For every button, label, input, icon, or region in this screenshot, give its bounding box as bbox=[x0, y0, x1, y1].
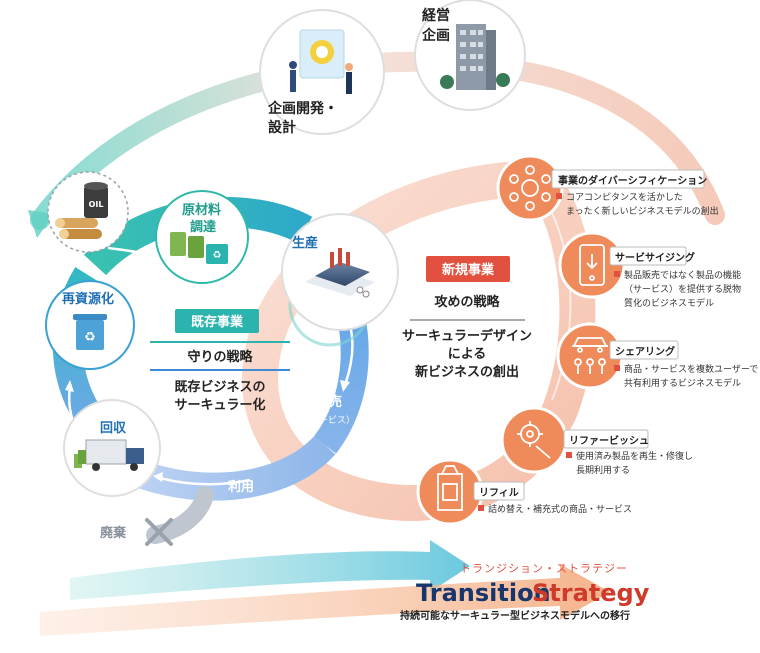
network-icon bbox=[509, 165, 551, 211]
raw-materials-label-2: 調達 bbox=[190, 219, 216, 235]
raw-materials-node: ♻ 原材料 調達 bbox=[155, 190, 249, 284]
flow-arrow-production-to-sales bbox=[343, 324, 354, 386]
new-business-summary-3: 新ビジネスの創出 bbox=[415, 364, 519, 380]
material-drums-icon: ♻ bbox=[170, 232, 228, 264]
top-arc-arrowhead bbox=[28, 210, 54, 238]
raw-materials-label-1: 原材料 bbox=[182, 202, 221, 218]
servicizing-desc-2: （サービス）を提供する脱物 bbox=[624, 283, 741, 295]
disposal-label: 廃棄 bbox=[99, 525, 127, 541]
servicizing-desc-3: 質化のビジネスモデル bbox=[624, 297, 714, 309]
bullet bbox=[614, 271, 620, 277]
collection-node: 回収 bbox=[63, 399, 161, 497]
model-item-sharing: シェアリング 商品・サービスを複数ユーザーで 共有利用するビジネスモデル bbox=[556, 322, 758, 390]
bullet bbox=[556, 193, 562, 199]
new-business-summary-1: サーキュラーデザイン bbox=[402, 328, 532, 344]
servicizing-desc-1: 製品販売ではなく製品の機能 bbox=[624, 269, 741, 281]
bullet bbox=[566, 452, 572, 458]
flow-arrowhead-3 bbox=[153, 472, 163, 482]
new-business-ring-inner-line bbox=[544, 199, 572, 401]
gear-wrench-icon bbox=[517, 421, 551, 459]
refill-desc-1: 詰め替え・補充式の商品・サービス bbox=[488, 503, 632, 515]
footer-subtitle: 持続可能なサーキュラー型ビジネスモデルへの移行 bbox=[400, 609, 630, 622]
model-item-diversification: 事業のダイバーシフィケーション コアコンピタンスを活かした まったく新しいビジネ… bbox=[496, 154, 719, 222]
management-label-1: 経営 bbox=[422, 7, 450, 24]
management-label-2: 企画 bbox=[421, 27, 450, 44]
building-icon bbox=[440, 24, 510, 90]
new-business-badge bbox=[426, 256, 510, 282]
planning-design-node: 企画開発・ 設計 bbox=[259, 9, 385, 136]
new-business-badge-label: 新規事業 bbox=[442, 262, 495, 278]
production-node: 生産 bbox=[281, 213, 399, 331]
sales-sub-label: （サービス） bbox=[301, 415, 355, 426]
planning-design-label-2: 設計 bbox=[268, 119, 296, 136]
refurbish-desc-1: 使用済み製品を再生・修復し bbox=[576, 450, 693, 462]
sharing-desc-1: 商品・サービスを複数ユーザーで bbox=[624, 363, 758, 375]
flow-arrow-use bbox=[159, 476, 251, 486]
bullet bbox=[478, 505, 484, 511]
existing-strategy-label: 守りの戦略 bbox=[187, 349, 253, 365]
recycle-bin-symbol-icon: ♻ bbox=[84, 330, 96, 345]
existing-summary-1: 既存ビジネスの bbox=[174, 379, 265, 395]
footer-orange-arrow bbox=[40, 564, 610, 636]
recycling-label: 再資源化 bbox=[62, 291, 114, 307]
flow-arrowhead-5 bbox=[150, 252, 160, 262]
bullet bbox=[614, 365, 620, 371]
footer-title-b: Strategy bbox=[532, 579, 650, 607]
smartphone-icon bbox=[579, 244, 605, 286]
cross-icon bbox=[145, 518, 173, 546]
new-business-strategy-label: 攻めの戦略 bbox=[434, 294, 500, 310]
diversification-desc-2: まったく新しいビジネスモデルの創出 bbox=[566, 205, 719, 217]
collection-label: 回収 bbox=[100, 421, 127, 436]
flow-arrowhead-2 bbox=[340, 380, 350, 392]
sales-label: 販売 bbox=[316, 394, 342, 410]
recycle-symbol-icon: ♻ bbox=[213, 250, 222, 261]
trash-bin-icon: ♻ bbox=[73, 314, 107, 350]
production-label: 生産 bbox=[292, 235, 318, 251]
sharing-title-box bbox=[609, 340, 679, 360]
refill-pouch-icon bbox=[437, 465, 463, 511]
truck-icon bbox=[74, 439, 144, 471]
existing-badge bbox=[175, 309, 259, 333]
recycling-node: ♻ 再資源化 bbox=[45, 280, 135, 370]
new-business-summary-2: による bbox=[448, 347, 487, 362]
oil-label: OIL bbox=[89, 200, 104, 209]
model-item-refill: リフィル 詰め替え・補充式の商品・サービス bbox=[416, 458, 632, 526]
servicizing-title-box bbox=[609, 246, 687, 266]
existing-summary-2: サーキュラー化 bbox=[174, 397, 265, 413]
diversification-title-box bbox=[551, 169, 705, 189]
car-sharing-icon bbox=[572, 337, 608, 374]
planning-design-label-1: 企画開発・ bbox=[267, 100, 338, 117]
existing-badge-label: 既存事業 bbox=[191, 314, 244, 330]
raw-input-node: OIL bbox=[47, 171, 129, 253]
flow-arrowhead-6 bbox=[65, 380, 74, 392]
footer-teal-arrow bbox=[70, 540, 470, 600]
factory-icon bbox=[305, 248, 375, 298]
model-item-refurbish: リファービッシュ 使用済み製品を再生・修復し 長期利用する bbox=[500, 406, 693, 476]
refill-title-box bbox=[473, 481, 525, 501]
sharing-title: シェアリング bbox=[615, 345, 675, 358]
servicizing-title: サービサイジング bbox=[615, 251, 695, 264]
footer-title-a: Transition bbox=[416, 579, 551, 607]
flow-arrowhead-1 bbox=[274, 243, 285, 252]
footer-kana: トランジション・ストラテジー bbox=[460, 562, 628, 575]
flow-arrow-raw-in bbox=[107, 246, 153, 258]
sharing-desc-2: 共有利用するビジネスモデル bbox=[624, 377, 741, 389]
planning-people-icon bbox=[289, 29, 353, 94]
refill-title: リフィル bbox=[479, 487, 519, 499]
diversification-title: 事業のダイバーシフィケーション bbox=[558, 174, 707, 187]
refurbish-title: リファービッシュ bbox=[569, 434, 649, 447]
management-node: 経営 企画 bbox=[414, 0, 526, 111]
oil-barrel-icon: OIL bbox=[84, 182, 108, 218]
diversification-desc-1: コアコンピタンスを活かした bbox=[566, 191, 683, 203]
use-label: 利用 bbox=[228, 479, 254, 495]
model-item-servicizing: サービサイジング 製品販売ではなく製品の機能 （サービス）を提供する脱物 質化の… bbox=[558, 231, 741, 309]
log-icon bbox=[55, 218, 102, 239]
refurbish-desc-2: 長期利用する bbox=[576, 464, 630, 476]
refurbish-title-box bbox=[563, 429, 649, 449]
